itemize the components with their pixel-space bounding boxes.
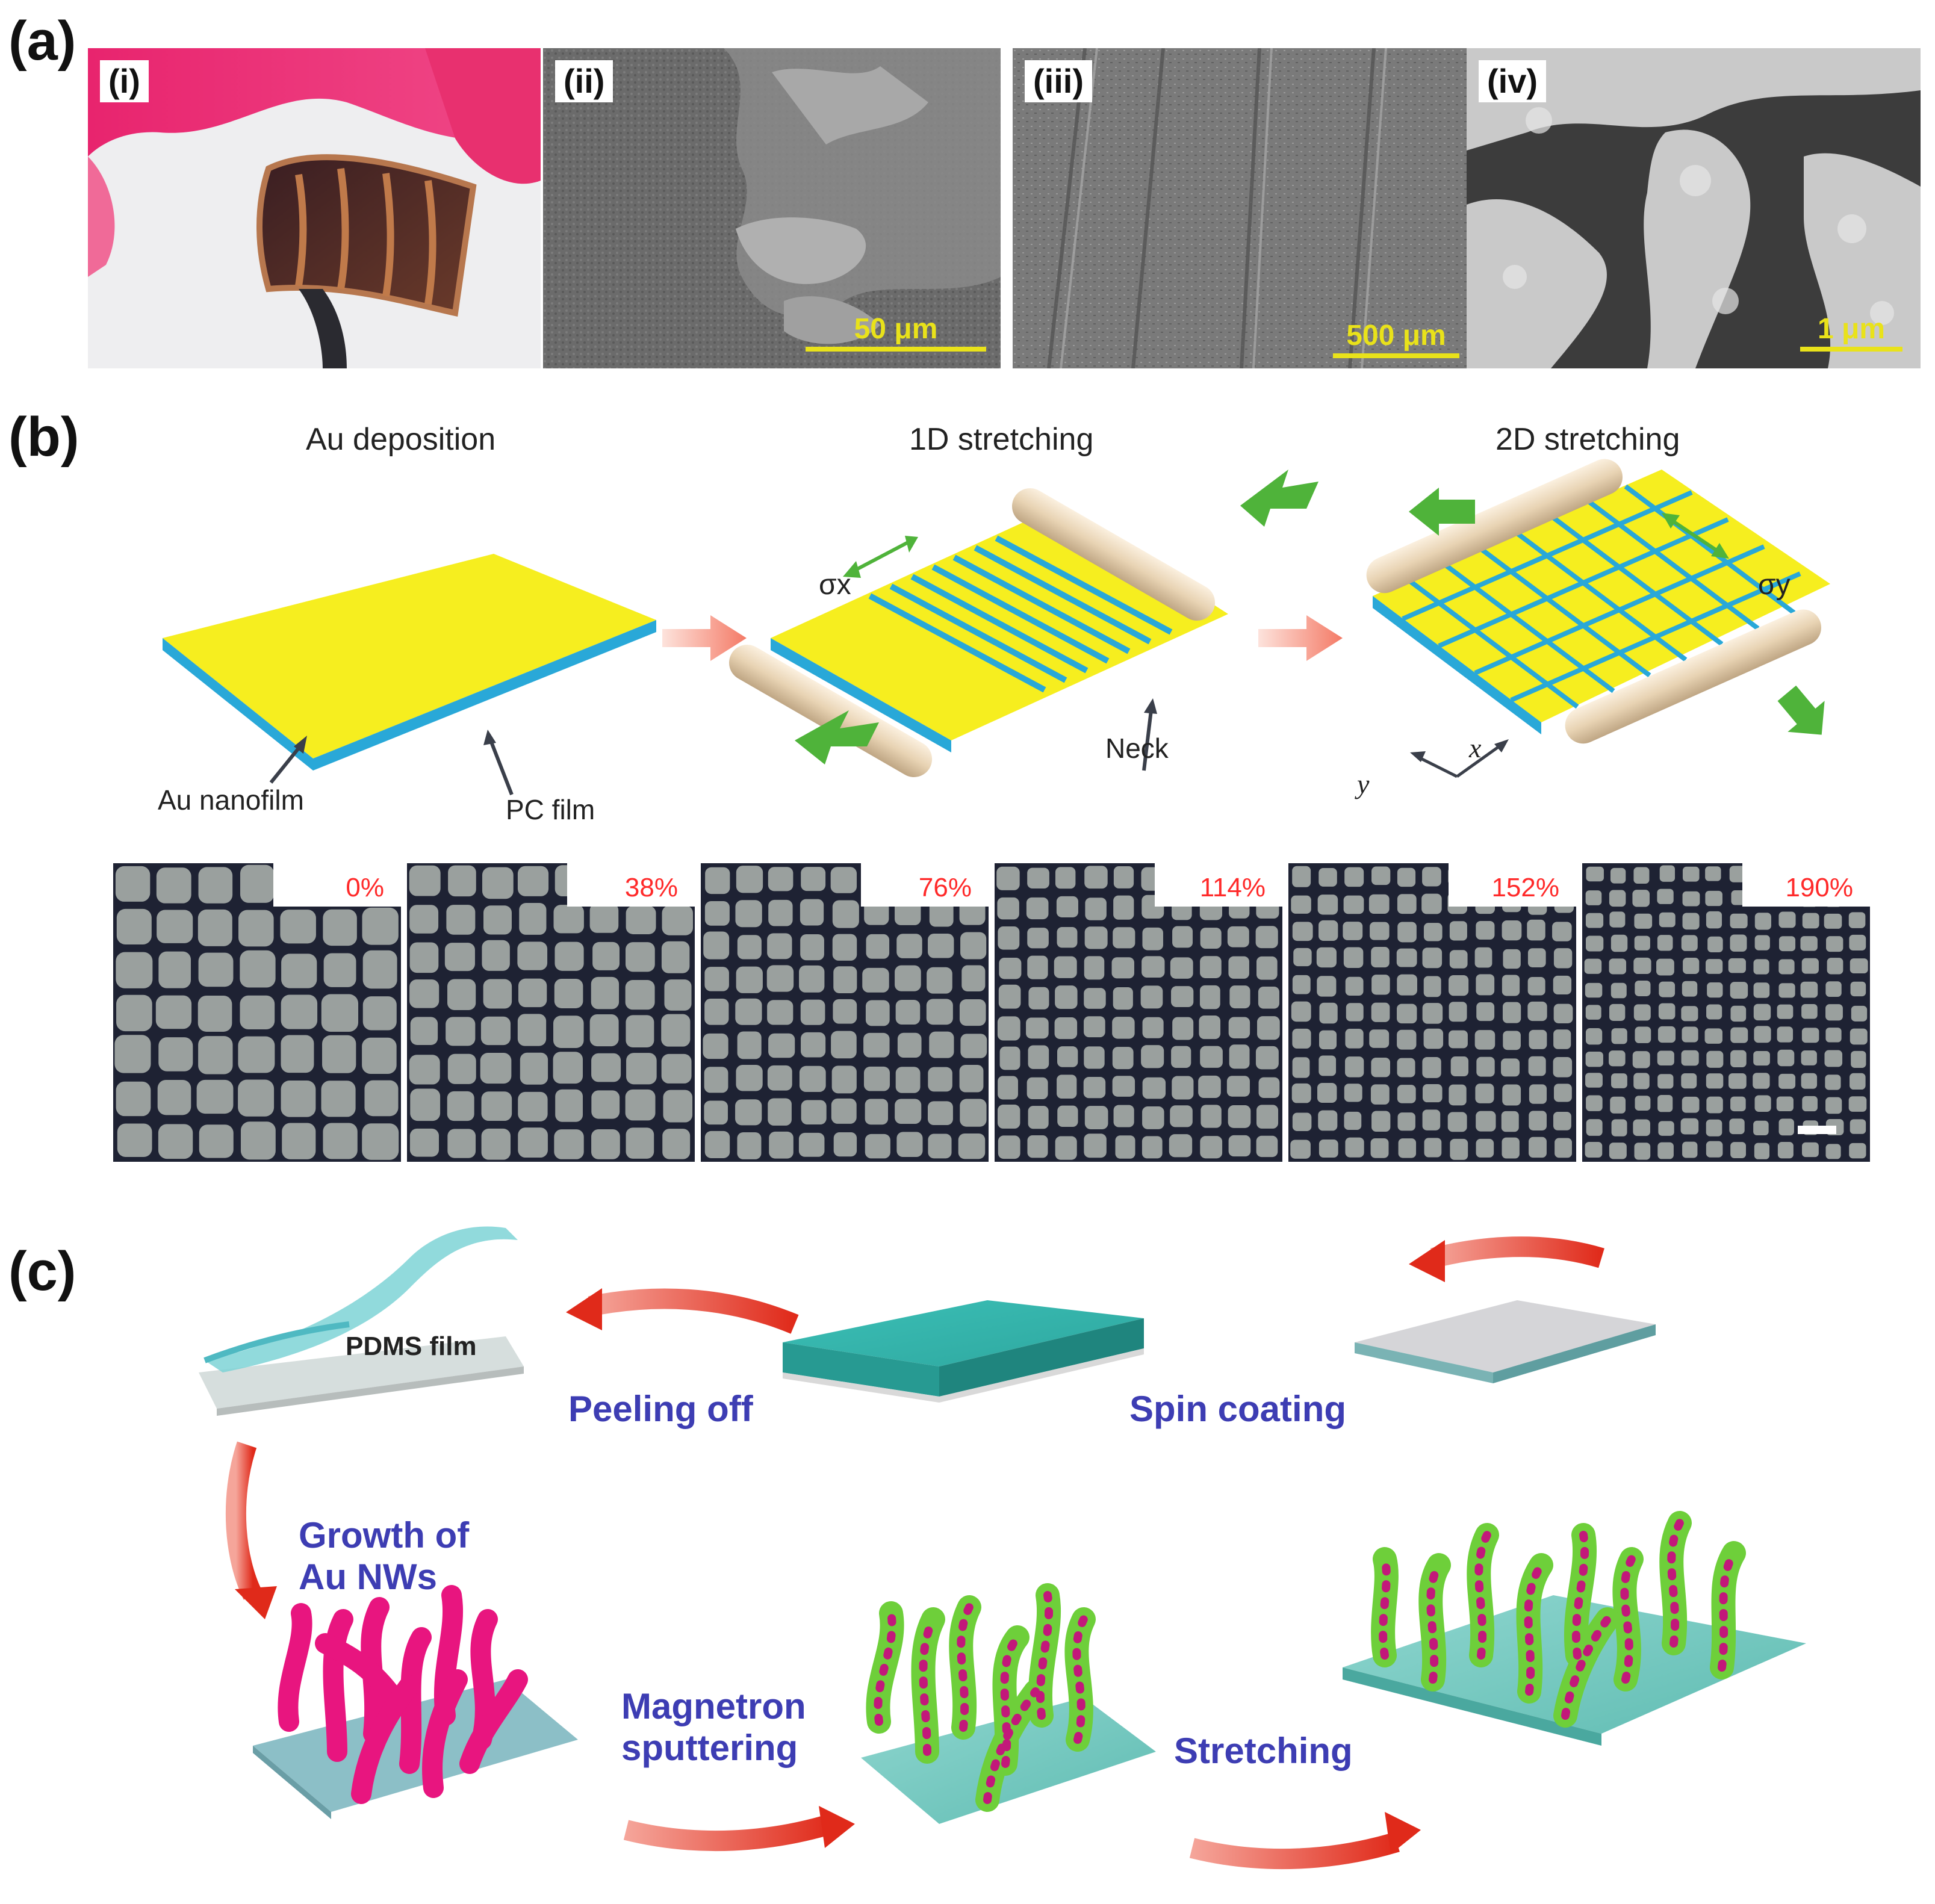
sem-crack-pattern <box>113 863 401 1162</box>
growth-process-schematic <box>199 1226 1806 1870</box>
sem-strain-tile: 76% <box>701 863 989 1162</box>
label-axis-x: x <box>1469 733 1482 763</box>
sem-image-ii: (ii) 50 μm <box>543 48 1001 368</box>
1d-stretching-film <box>728 470 1318 777</box>
sublabel-iv: (iv) <box>1479 60 1546 102</box>
label-stretching: Stretching <box>1174 1731 1353 1771</box>
sem-strain-tile: 114% <box>995 863 1282 1162</box>
scale-bar-50um: 50 μm <box>806 312 986 352</box>
sem-strain-strip: 0% 38% 76% 114% 152% 190% <box>113 863 1871 1162</box>
strain-label: 38% <box>567 863 695 907</box>
label-growth-line1: Growth of <box>299 1515 470 1555</box>
sem-crack-pattern <box>1582 863 1870 1162</box>
title-1d-stretching: 1D stretching <box>909 422 1094 457</box>
label-growth-line2: Au NWs <box>299 1557 437 1597</box>
scale-bar-label: 500 μm <box>1346 320 1446 352</box>
panel-b-label: (b) <box>8 406 79 468</box>
scale-bar-label: 1 μm <box>1817 313 1886 345</box>
sem-scale-bar <box>1798 1126 1836 1134</box>
sem-image-iii: (iii) <box>1013 48 1470 368</box>
label-peeling-off: Peeling off <box>568 1389 753 1429</box>
label-sigma-x: σx <box>819 569 851 601</box>
title-au-deposition: Au deposition <box>306 422 496 457</box>
sem-strain-tile: 152% <box>1288 863 1576 1162</box>
label-magnetron-line2: sputtering <box>621 1728 798 1768</box>
label-neck: Neck <box>1105 733 1169 764</box>
label-pdms-film: PDMS film <box>346 1332 477 1361</box>
au-deposition-film <box>163 554 656 771</box>
label-pc-film: PC film <box>506 794 595 825</box>
panel-c-label: (c) <box>8 1241 76 1302</box>
label-growth-of-au-nws: Growth of Au NWs <box>299 1515 469 1598</box>
label-magnetron-sputtering: Magnetron sputtering <box>621 1685 806 1769</box>
strain-label: 114% <box>1155 863 1282 907</box>
sem-crack-pattern <box>995 863 1282 1162</box>
label-sigma-y: σy <box>1758 569 1791 601</box>
strain-label: 152% <box>1449 863 1576 907</box>
label-magnetron-line1: Magnetron <box>621 1686 806 1726</box>
strain-label: 0% <box>273 863 401 907</box>
panel-a-label: (a) <box>8 10 76 72</box>
photo-flexible-device: (i) <box>88 48 541 368</box>
scale-bar-label: 50 μm <box>854 313 938 345</box>
sem-crack-pattern <box>1288 863 1576 1162</box>
sublabel-ii: (ii) <box>555 60 613 102</box>
scale-bar-500um: 500 μm <box>1333 319 1459 1880</box>
label-axis-y: y <box>1357 769 1370 799</box>
stretching-schematic <box>163 459 1830 796</box>
2d-stretching-film <box>1366 459 1830 744</box>
sem-strain-tile: 38% <box>407 863 695 1162</box>
sem-strain-tile: 190% <box>1582 863 1870 1162</box>
scale-bar-1um: 1 μm <box>1800 312 1902 352</box>
strain-label: 76% <box>861 863 989 907</box>
sublabel-iii: (iii) <box>1025 60 1092 102</box>
sublabel-i: (i) <box>100 60 149 102</box>
sem-crack-pattern <box>407 863 695 1162</box>
label-spin-coating: Spin coating <box>1129 1389 1346 1429</box>
sem-image-iv: (iv) 1 μm <box>1467 48 1921 368</box>
sem-strain-tile: 0% <box>113 863 401 1162</box>
label-au-nanofilm: Au nanofilm <box>158 784 304 816</box>
title-2d-stretching: 2D stretching <box>1496 422 1680 457</box>
sem-crack-pattern <box>701 863 989 1162</box>
strain-label: 190% <box>1742 863 1870 907</box>
